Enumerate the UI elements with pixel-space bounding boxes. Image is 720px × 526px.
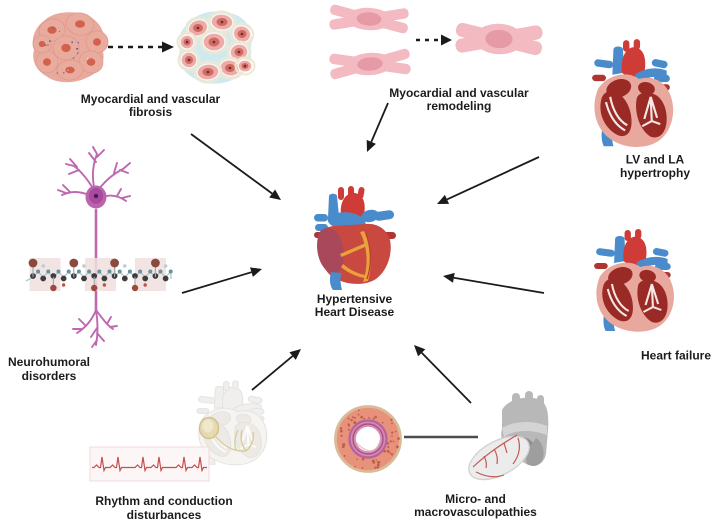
svg-text:Neurohumoral: Neurohumoral	[8, 355, 90, 369]
svg-text:fibrosis: fibrosis	[129, 105, 173, 119]
svg-text:hypertrophy: hypertrophy	[620, 166, 690, 180]
svg-text:Myocardial and vascular: Myocardial and vascular	[389, 86, 529, 100]
svg-text:Micro- and: Micro- and	[445, 492, 506, 506]
svg-text:Hypertensive: Hypertensive	[317, 292, 393, 306]
svg-text:Myocardial and vascular: Myocardial and vascular	[81, 92, 221, 106]
svg-text:Rhythm and conduction: Rhythm and conduction	[95, 494, 232, 508]
svg-text:disturbances: disturbances	[127, 508, 202, 522]
svg-text:remodeling: remodeling	[427, 99, 492, 113]
svg-text:LV and LA: LV and LA	[626, 153, 685, 167]
svg-text:Heart failure: Heart failure	[641, 349, 711, 363]
svg-text:disorders: disorders	[22, 369, 77, 383]
svg-text:Heart Disease: Heart Disease	[315, 305, 395, 319]
svg-text:macrovasculopathies: macrovasculopathies	[414, 505, 537, 519]
